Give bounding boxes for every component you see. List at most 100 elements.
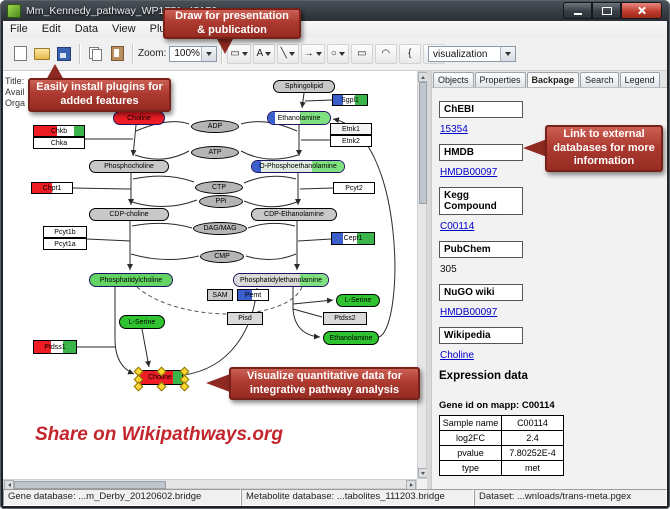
menu-item-data[interactable]: Data (74, 23, 98, 35)
backpage-db-link[interactable]: C00114 (440, 221, 475, 232)
pathway-node-ethanolamine[interactable]: Ethanolamine (323, 331, 379, 345)
tab-search[interactable]: Search (580, 72, 619, 87)
maximize-button[interactable] (592, 2, 621, 19)
minimize-button[interactable] (563, 2, 592, 19)
copy-button[interactable] (85, 44, 105, 64)
horizontal-scroll-thumb[interactable] (14, 481, 166, 489)
node-color-segment (342, 233, 358, 244)
pathway-node-cdp-choline[interactable]: CDP-choline (89, 208, 169, 221)
line-tool[interactable]: ╲ (276, 43, 299, 64)
minimize-icon (573, 12, 582, 15)
tab-backpage[interactable]: Backpage (526, 72, 580, 87)
pathway-node-pcyt1a[interactable]: Pcyt1a (43, 238, 87, 250)
pathway-node-label: Chkb (50, 127, 68, 135)
callout-link-text: Link to external databases for more info… (553, 127, 655, 168)
expression-table-cell: C00114 (501, 415, 564, 431)
open-pathway-button[interactable] (32, 44, 52, 64)
pathway-node-ethanolamine[interactable]: Ethanolamine (267, 111, 331, 125)
backpage-db-link[interactable]: HMDB00097 (440, 167, 498, 178)
status-bar: Gene database: ...m_Derby_20120602.bridg… (3, 489, 667, 506)
pathway-node-ppi[interactable]: PPi (199, 195, 243, 208)
vertical-scroll-thumb[interactable] (419, 82, 427, 204)
arc-tool[interactable]: ◠ (374, 43, 397, 64)
pathway-node-ptdss1[interactable]: Ptdss1 (33, 340, 77, 354)
label-tool[interactable]: A (252, 43, 275, 64)
pathway-node-label: Choline (127, 114, 151, 122)
pathway-node-etnk2[interactable]: Etnk2 (330, 135, 372, 147)
pathway-node-pemt[interactable]: Pemt (237, 289, 269, 301)
canvas-horizontal-scrollbar[interactable] (3, 479, 417, 490)
tab-objects[interactable]: Objects (433, 72, 474, 87)
node-color-segment (173, 371, 182, 384)
pathway-node-ctp[interactable]: CTP (195, 181, 243, 194)
pathway-node-chpt1[interactable]: Chpt1 (31, 182, 73, 194)
chevron-down-icon (206, 51, 213, 56)
pathway-node-chka[interactable]: Chka (33, 137, 85, 149)
statusbar-segment-2: Dataset: ...wnloads/trans-meta.pgex (474, 489, 667, 506)
drawing-tools: ▭A╲→○▭◠{⊕ (226, 43, 445, 64)
zoom-dropdown-button[interactable] (201, 46, 217, 61)
pathway-node-ptdss2[interactable]: Ptdss2 (323, 312, 367, 325)
tab-properties[interactable]: Properties (474, 72, 526, 87)
menu-item-file[interactable]: File (10, 23, 28, 35)
pathway-node-sphingolipid[interactable]: Sphingolipid (273, 80, 335, 93)
pathway-node-l-serine[interactable]: L-Serine (336, 294, 380, 307)
backpage-db-link[interactable]: 15354 (440, 124, 468, 135)
visualization-combobox[interactable]: visualization (428, 46, 516, 62)
pathway-node-label: L-Serine (128, 318, 156, 326)
pathway-node-label: Sphingolipid (284, 83, 324, 90)
tab-legend[interactable]: Legend (619, 72, 660, 87)
brace-tool[interactable]: { (398, 43, 421, 64)
callout-visualize-text: Visualize quantitative data for integrat… (246, 369, 403, 396)
zoom-label: Zoom: (138, 48, 167, 59)
pathway-node-dag-mag[interactable]: DAG/MAG (193, 222, 247, 235)
backpage-db-link[interactable]: Choline (440, 350, 474, 361)
pathway-node-atp[interactable]: ATP (191, 146, 239, 159)
pathway-node-label: Phosphatidylcholine (99, 276, 163, 284)
pathway-node-sgpl1[interactable]: Sgpl1 (332, 94, 368, 106)
rectangle-tool[interactable]: ▭ (350, 43, 373, 64)
backpage-db-link[interactable]: HMDB00097 (440, 307, 498, 318)
interaction-tool[interactable]: → (300, 43, 325, 64)
pathway-node-pisd[interactable]: Pisd (227, 312, 263, 325)
shape-tool[interactable]: ○ (326, 43, 349, 64)
close-button[interactable] (621, 2, 662, 19)
pathway-node-cdp-ethanolamine[interactable]: CDP-Ethanolamine (251, 208, 337, 221)
pathway-node-cept1[interactable]: Cept1 (331, 232, 375, 245)
expression-data-title: Expression data (439, 370, 528, 382)
pathway-node-phosphocholine[interactable]: Phosphocholine (89, 160, 169, 173)
pathway-node-etnk1[interactable]: Etnk1 (330, 123, 372, 135)
panel-splitter[interactable] (427, 71, 431, 489)
paste-button[interactable] (107, 44, 127, 64)
pathway-node-phosphatidylethanolamine[interactable]: Phosphatidylethanolamine (233, 273, 329, 287)
save-pathway-button[interactable] (54, 44, 74, 64)
pathway-node-choline[interactable]: Choline (113, 111, 165, 125)
window-controls (563, 2, 662, 19)
pathway-node-label: CDP-choline (109, 211, 149, 218)
title-bar[interactable]: Mm_Kennedy_pathway_WP1771_45176.gp (0, 0, 670, 21)
pathway-node-pcyt2[interactable]: Pcyt2 (333, 182, 375, 194)
menu-item-view[interactable]: View (111, 23, 136, 35)
node-color-segment (234, 274, 300, 286)
pathway-node-pcyt1b[interactable]: Pcyt1b (43, 226, 87, 238)
menu-item-edit[interactable]: Edit (41, 23, 61, 35)
pathway-node-cmp[interactable]: CMP (200, 250, 244, 263)
pathway-node-sam[interactable]: SAM (207, 289, 233, 301)
new-pathway-button[interactable] (10, 44, 30, 64)
pathway-node-adp[interactable]: ADP (191, 120, 239, 133)
zoom-combobox[interactable]: 100% (169, 45, 218, 62)
visualization-dropdown-button[interactable] (500, 47, 515, 61)
paste-icon (110, 46, 124, 61)
pathway-node-phosphatidylcholine[interactable]: Phosphatidylcholine (89, 273, 173, 287)
node-color-segments (333, 95, 367, 105)
pathway-node-o-phosphoethanolamine[interactable]: O-Phosphoethanolamine (251, 160, 345, 173)
pathway-node-l-serine[interactable]: L-Serine (119, 315, 165, 329)
canvas-vertical-scrollbar[interactable] (417, 71, 428, 479)
pathway-node-choline[interactable]: Choline (133, 366, 190, 392)
pathway-node-chkb[interactable]: Chkb (33, 125, 85, 137)
node-color-segments (238, 290, 268, 300)
